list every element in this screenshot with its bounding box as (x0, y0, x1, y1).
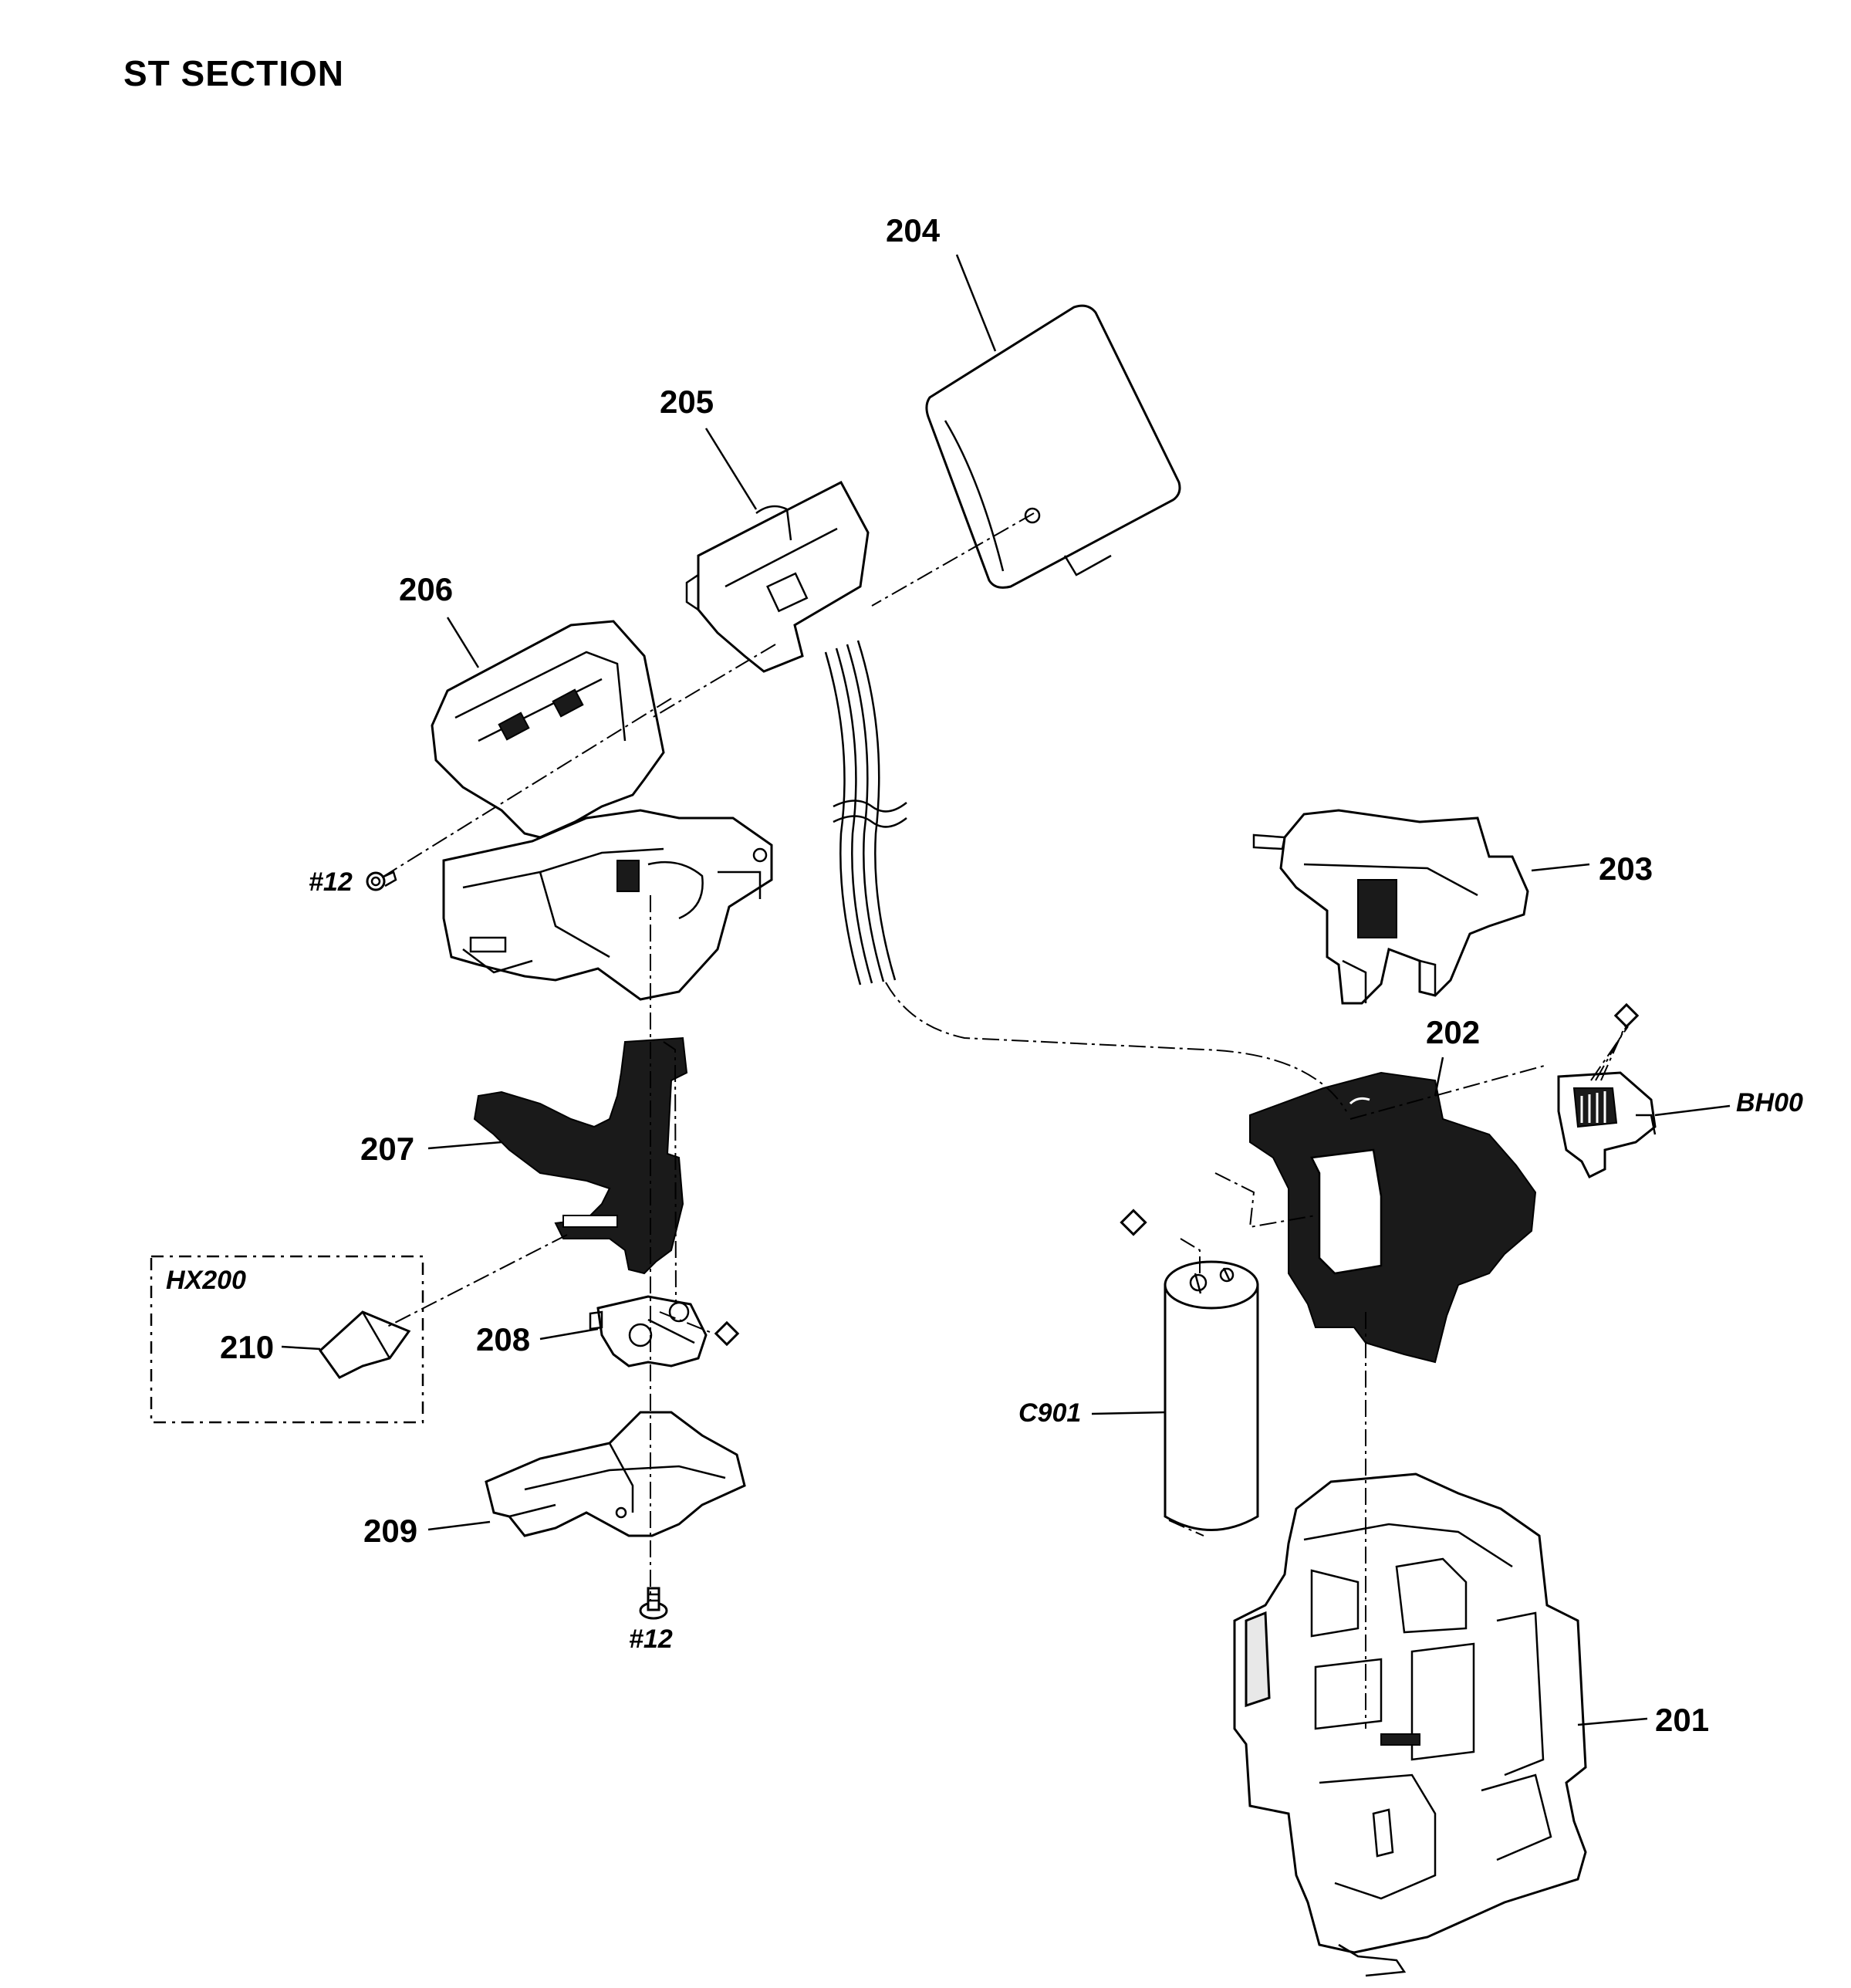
part-203-bracket (1252, 809, 1529, 1005)
label-leaders (281, 254, 1731, 1726)
part-204-cover (925, 304, 1181, 589)
label-201: 201 (1655, 1702, 1709, 1738)
screw-12-top (366, 871, 397, 891)
assembly-lines (377, 512, 1629, 1729)
marker-diamond-208 (714, 1320, 740, 1347)
part-209-base (485, 1411, 746, 1537)
label-c901: C901 (1018, 1398, 1081, 1428)
part-210-sheet (319, 1310, 411, 1379)
part-207-flex-board (473, 1036, 688, 1275)
hx200-dashed-box (150, 1255, 424, 1424)
part-202-bracket (1249, 1071, 1537, 1364)
label-208: 208 (476, 1321, 530, 1357)
screw-12-bottom (639, 1587, 668, 1620)
label-203: 203 (1599, 850, 1653, 887)
marker-diamond-c901 (1120, 1209, 1147, 1236)
label-bh00: BH00 (1736, 1088, 1803, 1117)
label-209: 209 (363, 1513, 417, 1549)
part-206-frame (431, 620, 773, 1001)
section-title: ST SECTION (123, 53, 345, 93)
part-bh00-connector (1557, 1071, 1657, 1179)
label-204: 204 (886, 212, 941, 248)
label-screw-12-bottom: #12 (629, 1625, 673, 1654)
part-c901-capacitor (1164, 1260, 1259, 1531)
label-205: 205 (660, 384, 714, 420)
part-205-connector (685, 480, 907, 986)
label-202: 202 (1426, 1014, 1480, 1050)
label-screw-12-top: #12 (309, 867, 353, 897)
part-201-chassis (1233, 1472, 1587, 1977)
label-210: 210 (220, 1329, 274, 1365)
marker-diamond-bh00 (1613, 1002, 1640, 1029)
label-hx200: HX200 (166, 1266, 246, 1295)
part-208-switch (589, 1295, 708, 1368)
label-206: 206 (399, 571, 453, 607)
label-207: 207 (360, 1131, 414, 1167)
